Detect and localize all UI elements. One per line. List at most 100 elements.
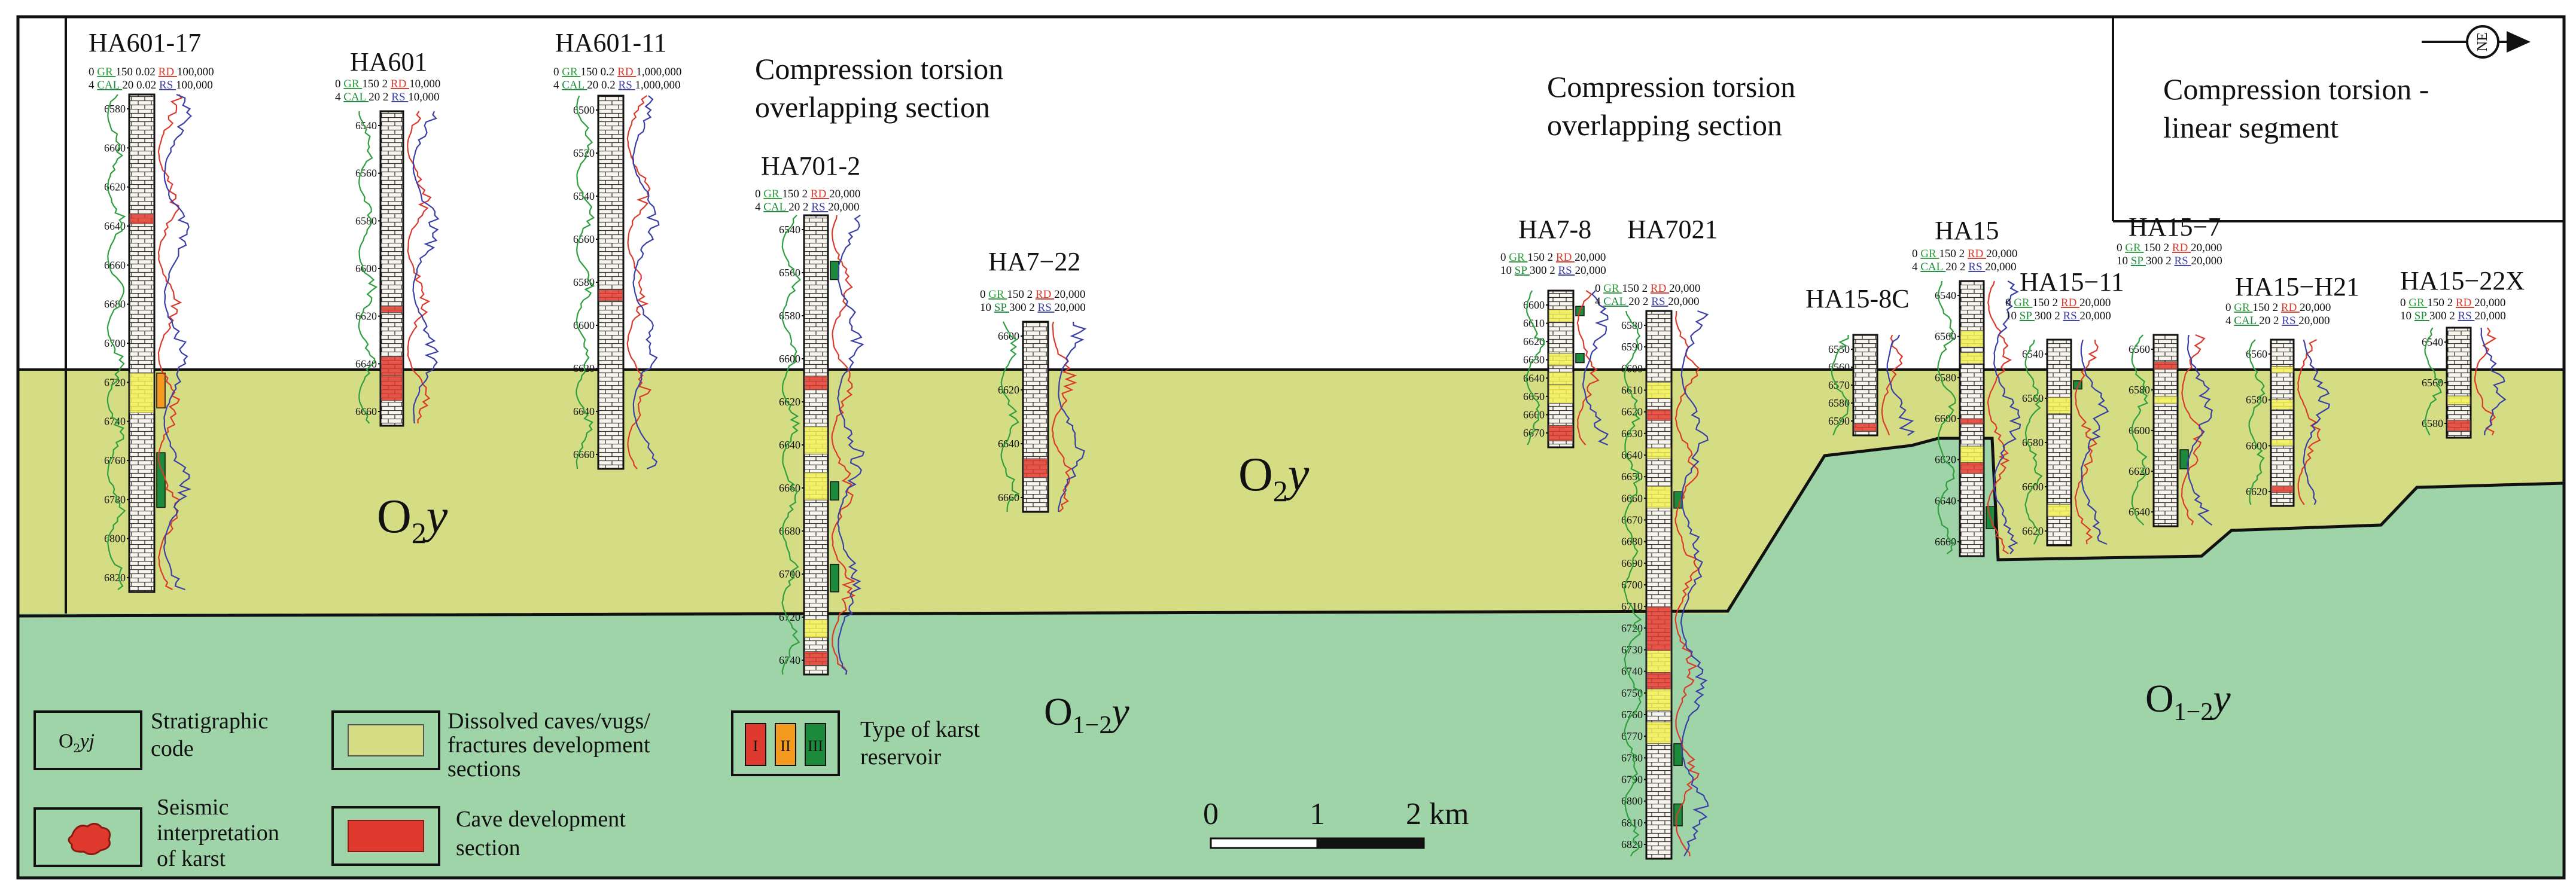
log-header-row: 0 GR 150 2 RD 20,000 [1500, 251, 1606, 264]
well-HA7-8: HA7-8 0 GR 150 2 RD 20,000 10 SP 300 2 RS… [1500, 215, 1606, 448]
well-name: HA7−22 [988, 247, 1080, 276]
reservoir-interval [1548, 309, 1573, 322]
reservoir-interval [2447, 420, 2471, 432]
depth-label: 6730 [1621, 644, 1643, 656]
reservoir-interval [129, 373, 154, 413]
depth-label: 6540 [779, 224, 800, 236]
depth-label: 6640 [1935, 495, 1956, 507]
depth-label: 6540 [355, 120, 377, 132]
depth-label: 6670 [1523, 427, 1545, 439]
depth-label: 6590 [1828, 415, 1850, 427]
depth-label: 6800 [1621, 795, 1643, 807]
depth-label: 6600 [355, 263, 377, 274]
legend-cave-label-2: section [456, 835, 520, 861]
reservoir-interval [804, 651, 828, 666]
depth-label: 6560 [2129, 343, 2150, 355]
depth-label: 6560 [2022, 392, 2044, 404]
well-name: HA701-2 [761, 151, 860, 181]
o2y-o12y-boundary [17, 437, 2565, 618]
well-name: HA7-8 [1518, 215, 1591, 244]
depth-label: 6580 [2422, 417, 2443, 429]
reservoir-interval [1646, 409, 1671, 421]
reservoir-interval [380, 356, 403, 376]
depth-label: 6600 [1523, 299, 1545, 311]
depth-label: 6810 [1621, 817, 1643, 829]
well-name: HA601-17 [89, 28, 201, 57]
depth-label: 6620 [104, 181, 126, 193]
legend-code-symbol: O2yj [59, 730, 95, 755]
log-header-row: 4 CAL 20 2 RS 20,000 [755, 201, 860, 213]
depth-label: 6590 [1621, 341, 1643, 353]
reservoir-interval [1646, 650, 1671, 673]
north-east-arrow: NE [2422, 25, 2531, 59]
depth-label: 6640 [104, 220, 126, 232]
log-header-row: 10 SP 300 2 RS 20,000 [2400, 310, 2506, 322]
reservoir-interval [1646, 672, 1671, 689]
lithology-column [1022, 321, 1049, 513]
depth-label: 6580 [2246, 394, 2267, 406]
depth-label: 6520 [573, 147, 595, 159]
seismic-karst-blob-icon [68, 823, 111, 855]
reservoir-interval [804, 472, 828, 501]
depth-label: 6820 [104, 572, 126, 584]
reservoir-interval [1548, 371, 1573, 385]
karst-type-marker [830, 481, 839, 501]
reservoir-interval [1646, 606, 1671, 651]
reservoir-interval [2154, 395, 2178, 404]
depth-label: 6660 [1935, 536, 1956, 548]
log-header-row: 10 SP 300 2 RS 20,000 [980, 301, 1086, 314]
log-header-row: 0 GR 150 2 RD 20,000 [2400, 297, 2505, 309]
reservoir-interval [1548, 353, 1573, 367]
legend-dissolved-label-1: Dissolved caves/vugs/ [447, 709, 650, 734]
depth-label: 6660 [998, 492, 1019, 504]
lithology-column [128, 93, 156, 593]
reservoir-interval [380, 375, 403, 401]
depth-label: 6580 [2022, 437, 2044, 448]
reservoir-interval [2271, 399, 2294, 410]
log-header-row: 0 GR 150 2 RD 20,000 [980, 288, 1085, 301]
depth-label: 6620 [779, 396, 800, 408]
scale-tick-2: 2 km [1406, 797, 1469, 831]
segment-east-line2: overlapping section [1547, 108, 1782, 142]
reservoir-interval [1960, 330, 1984, 347]
depth-label: 6600 [779, 353, 800, 365]
depth-label: 6660 [1523, 408, 1545, 420]
segment-linear-line2: linear segment [2163, 111, 2339, 144]
depth-label: 6580 [104, 103, 126, 115]
depth-label: 6740 [104, 416, 126, 428]
legend-seismic-label-1: Seismic [157, 795, 229, 820]
log-header-row: 0 GR 150 2 RD 10,000 [335, 78, 440, 90]
depth-label: 6680 [779, 525, 800, 537]
outer-frame [16, 15, 2566, 880]
depth-label: 6560 [355, 167, 377, 179]
formation-o2y-left: O2y [377, 490, 448, 550]
lithology-column [597, 94, 625, 470]
reservoir-interval [804, 619, 828, 639]
formation-o12y-right: O1−2y [2145, 677, 2231, 726]
legend-cave-label-1: Cave development [456, 807, 626, 832]
depth-label: 6580 [573, 276, 595, 288]
well-name: HA15−7 [2129, 212, 2221, 242]
well-name: HA601-11 [555, 28, 667, 57]
reservoir-interval [2271, 486, 2294, 493]
depth-label: 6780 [104, 493, 126, 505]
depth-label: 6630 [1621, 428, 1643, 440]
log-header-row: 4 CAL 20 2 RS 10,000 [335, 91, 440, 103]
reservoir-interval [598, 289, 623, 301]
well-name: HA15-8C [1805, 284, 1910, 313]
lithology-column [2270, 338, 2295, 507]
reservoir-interval [1548, 425, 1573, 442]
lithology-column [1852, 334, 1878, 437]
karst-type-II: II [780, 737, 790, 755]
well-name: HA15 [1935, 216, 1999, 245]
legend-dissolved-label-2: fractures development [447, 733, 650, 758]
log-header-row: 10 SP 300 2 RS 20,000 [1500, 264, 1606, 277]
reservoir-interval [2047, 396, 2071, 414]
segment-linear-line1: Compression torsion - [2163, 72, 2429, 106]
well-name: HA15−H21 [2235, 272, 2359, 301]
well-HA15−11: HA15−110 GR 150 2 RD 20,000 10 SP 300 2 … [2005, 267, 2124, 547]
reservoir-interval [1960, 446, 1984, 463]
depth-label: 6580 [779, 310, 800, 322]
log-header-row: 4 CAL 20 2 RS 20,000 [2225, 315, 2330, 327]
